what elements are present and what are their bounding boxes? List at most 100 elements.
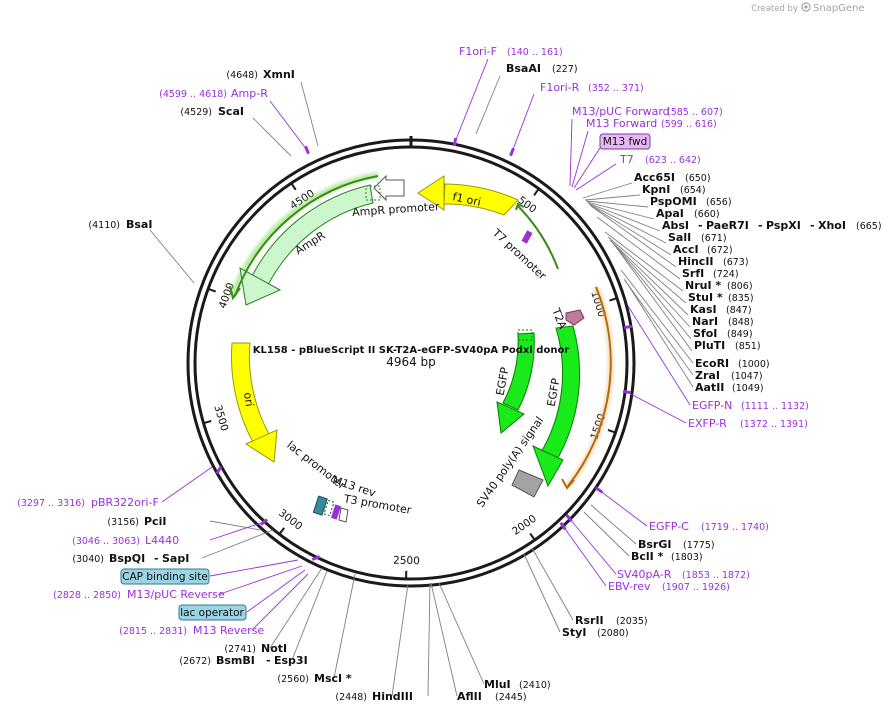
enzyme-bspqi: BspQI (109, 552, 145, 565)
leader-line (512, 94, 534, 152)
primer-site-mark (509, 148, 515, 157)
enzyme-stui-pos: (835) (728, 293, 754, 304)
primer-m13puc-reverse-range: (2828 .. 2850) (53, 590, 121, 601)
primer-m13-forward: M13 Forward (586, 117, 657, 130)
feature-label-ori: ori (241, 392, 256, 408)
leader-line (569, 518, 616, 574)
enzyme-bsmbi-pos: (2672) (179, 656, 211, 667)
feature-label-sv40-polya: SV40 poly(A) signal (474, 414, 546, 509)
tick-label: 3500 (211, 404, 230, 433)
primer-site-mark (304, 146, 310, 155)
lac-promoter-feature (313, 496, 327, 515)
leader-line (162, 467, 212, 502)
primer-exfp-r-range: (1372 .. 1391) (740, 419, 808, 430)
leader-line (210, 560, 298, 576)
leader-line (585, 195, 640, 200)
leader-line (431, 583, 457, 696)
leader-line (621, 270, 693, 363)
brand-name: SnapGene (813, 3, 865, 14)
enzyme-pcii: PciI (144, 515, 166, 528)
enzyme-ecori-pos: (1000) (738, 359, 770, 370)
enzyme-bcli-pos: (1803) (671, 552, 703, 563)
tick-mark (534, 189, 539, 195)
primer-egfp-n-range: (1111 .. 1132) (741, 401, 809, 412)
leader-line (270, 101, 307, 150)
primer-m13-forward-range: (599 .. 616) (661, 119, 717, 130)
enzyme-sapi: SapI (162, 552, 189, 565)
enzyme-hindiii: HindIII (372, 690, 413, 703)
sep-dash-2: - (758, 219, 763, 232)
leader-line (599, 490, 647, 526)
primer-m13-reverse: M13 Reverse (193, 624, 264, 637)
enzyme-bsaai: BsaAI (506, 62, 541, 75)
tick-mark (204, 421, 212, 423)
primer-f1ori-r: F1ori-R (540, 81, 580, 94)
primer-m13puc-reverse: M13/pUC Reverse (127, 588, 225, 601)
leader-line (589, 204, 666, 243)
enzyme-scai-pos: (4529) (180, 107, 212, 118)
leader-line (270, 568, 322, 648)
enzyme-noti: NotI (261, 642, 287, 655)
tick-mark (530, 533, 535, 540)
enzyme-aflii: AflII (457, 690, 482, 703)
primer-t7-range: (623 .. 642) (645, 155, 701, 166)
leader-line (455, 59, 488, 142)
enzyme-sali-pos: (671) (701, 233, 727, 244)
enzyme-pcii-pos: (3156) (107, 517, 139, 528)
enzyme-bcli: BclI * (631, 550, 664, 563)
enzyme-bsai-pos: (4110) (88, 220, 120, 231)
enzyme-absi-pos: (665) (856, 221, 882, 232)
enzyme-zrai-pos: (1047) (731, 371, 763, 382)
leader-line (570, 119, 572, 186)
enzyme-rsrii-pos: (2035) (616, 616, 648, 627)
enzyme-aflii-pos: (2445) (495, 692, 527, 703)
primer-f1ori-f: F1ori-F (459, 45, 497, 58)
leader-line (220, 566, 302, 594)
primer-sv40pa-r-range: (1853 .. 1872) (682, 570, 750, 581)
primer-pbr322ori-f-range: (3297 .. 3316) (17, 498, 85, 509)
enzyme-sfoi-pos: (849) (727, 329, 753, 340)
sep-dash-3: - (810, 219, 815, 232)
feature-label-t3-promoter: T3 promoter (342, 492, 413, 517)
enzyme-acc65i-pos: (650) (685, 173, 711, 184)
primer-l4440: L4440 (145, 534, 179, 547)
primer-t7: T7 (619, 153, 634, 166)
leader-line (583, 183, 632, 198)
primer-exfp-r: EXFP-R (688, 417, 727, 430)
enzyme-pluti-pos: (851) (735, 341, 761, 352)
enzyme-esp3i: Esp3I (274, 654, 308, 667)
primer-m13puc-forward-range: (585 .. 607) (667, 107, 723, 118)
leader-line (591, 505, 636, 544)
tick-mark (608, 430, 616, 433)
enzyme-xhoi: XhoI (818, 219, 846, 232)
enzyme-bsrgi-pos: (1775) (683, 540, 715, 551)
enzyme-bsaai-pos: (227) (552, 64, 578, 75)
leader-line (150, 230, 194, 283)
leader-line (576, 164, 616, 190)
enzyme-mlui: MluI (484, 678, 511, 691)
enzyme-styi: StyI (562, 626, 586, 639)
t7-promoter-marker (522, 230, 533, 243)
snapgene-logo-icon (802, 3, 810, 11)
tick-mark (208, 289, 216, 292)
tick-label: 2500 (393, 555, 420, 568)
enzyme-aatii-pos: (1049) (732, 383, 764, 394)
enzyme-styi-pos: (2080) (597, 628, 629, 639)
tick-mark (609, 298, 617, 300)
primer-l4440-range: (3046 .. 3063) (72, 536, 140, 547)
enzyme-pspomi-pos: (656) (706, 197, 732, 208)
enzyme-msci-pos: (2560) (277, 674, 309, 685)
sv40-polya-feature (512, 470, 543, 497)
enzyme-scai: ScaI (218, 105, 244, 118)
leader-line (210, 522, 264, 540)
tick-label: 3000 (276, 507, 305, 533)
leader-line (476, 76, 500, 134)
enzyme-bspqi-pos: (3040) (72, 554, 104, 565)
enzyme-paer7i: PaeR7I (706, 219, 749, 232)
sep-dash-4: - (266, 654, 271, 667)
leader-line (301, 82, 318, 146)
leader-line (334, 574, 355, 678)
enzyme-pluti: PluTI (694, 339, 725, 352)
